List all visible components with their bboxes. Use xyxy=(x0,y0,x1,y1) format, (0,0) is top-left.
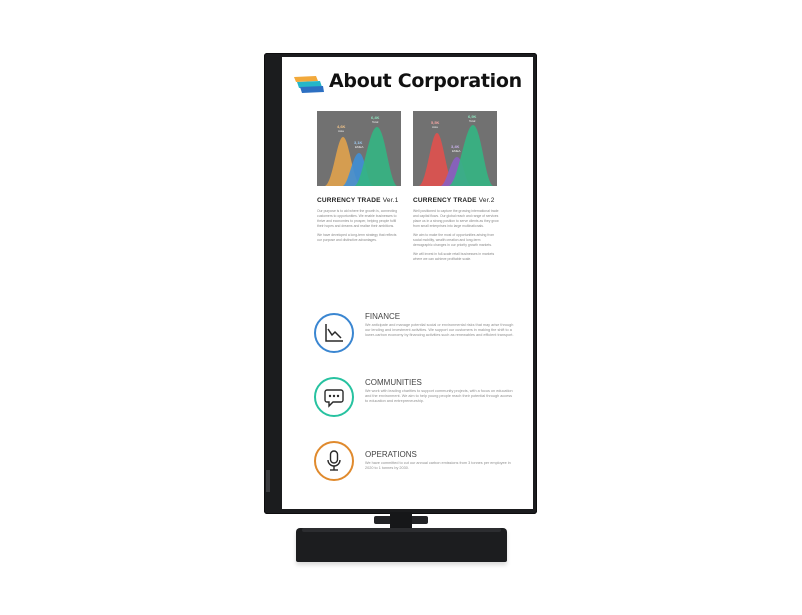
chart-v1-value-emea: 3,1K xyxy=(354,140,363,145)
chart-v1-label-asia: Asia xyxy=(338,129,344,133)
section-heading-communities: COMMUNITIES xyxy=(365,378,422,387)
chart-v1-svg xyxy=(325,127,397,186)
operations-circle xyxy=(314,441,354,481)
flag-stripe-orange xyxy=(294,76,318,82)
section-heading-operations: OPERATIONS xyxy=(365,450,417,459)
section-text-finance: We anticipate and manage potential socia… xyxy=(365,323,514,338)
chart-v2-peak-asia xyxy=(419,133,455,186)
chart-v1-paragraph: We have developed a long-term strategy t… xyxy=(317,233,397,242)
chart-v2-paragraph: We aim to make the most of opportunities… xyxy=(413,233,495,247)
chart-v1-label-emea: EMEA xyxy=(355,145,364,149)
chart-v2-heading: CURRENCY TRADE Ver.2 xyxy=(413,197,495,204)
chart-v1-description: Our purpose is to aid where the growth i… xyxy=(317,209,401,247)
stand-base-top xyxy=(302,528,501,532)
page-title: About Corporation xyxy=(329,70,522,92)
microphone-icon xyxy=(327,450,341,471)
section-text-operations: We have committed to cut our annual carb… xyxy=(365,461,511,471)
chart-v1-peak-total xyxy=(355,127,397,186)
chart-v2-label-total: Total xyxy=(469,119,476,123)
flag-logo-icon xyxy=(294,76,324,93)
finance-circle xyxy=(314,313,354,353)
chart-v2-peak-total xyxy=(449,125,493,186)
stand-base xyxy=(296,528,507,562)
chart-v1-value-asia: 4,6K xyxy=(337,124,346,129)
line-chart-icon xyxy=(325,324,343,342)
chart-v2-svg xyxy=(419,125,493,186)
chart-v1-value-total: 6,4K xyxy=(371,115,380,120)
chart-v2-label-asia: Asia xyxy=(432,125,438,129)
chart-v1-heading: CURRENCY TRADE Ver.1 xyxy=(317,197,399,204)
chart-v2-label-emea: EMEA xyxy=(452,149,461,153)
chart-v1-paragraph: Our purpose is to aid where the growth i… xyxy=(317,209,398,228)
section-text-communities: We work with leading charities to suppor… xyxy=(365,389,513,404)
monitor-screen: About Corporation 4,6K Asia 3,1K EMEA 6,… xyxy=(282,57,533,509)
flag-stripe-teal xyxy=(297,81,322,88)
chart-v2-paragraph: We will invest in full-scale retail busi… xyxy=(413,252,495,261)
speech-bubble-icon xyxy=(324,389,344,408)
chart-v2-heading-text: CURRENCY TRADE xyxy=(413,197,477,204)
chart-v2-value-emea: 3,4K xyxy=(451,144,460,149)
chart-v2-value-total: 6,9K xyxy=(468,114,477,119)
chart-v1-label-total: Total xyxy=(372,120,379,124)
communities-circle xyxy=(314,377,354,417)
chart-v2-version: Ver.2 xyxy=(478,197,495,204)
section-heading-finance: FINANCE xyxy=(365,312,401,321)
chart-v1-version: Ver.1 xyxy=(382,197,399,204)
chart-v2-value-asia: 5,5K xyxy=(431,120,440,125)
flag-stripe-blue xyxy=(300,86,324,93)
chart-v2-paragraph: Well positioned to capture the growing i… xyxy=(413,209,499,228)
chart-v2-description: Well positioned to capture the growing i… xyxy=(413,209,499,266)
chart-currency-trade-v2: 5,5K Asia 3,4K EMEA 6,9K Total xyxy=(413,111,497,186)
chart-currency-trade-v1: 4,6K Asia 3,1K EMEA 6,4K Total xyxy=(317,111,401,186)
chart-v1-heading-text: CURRENCY TRADE xyxy=(317,197,381,204)
brand-logo xyxy=(266,470,270,492)
